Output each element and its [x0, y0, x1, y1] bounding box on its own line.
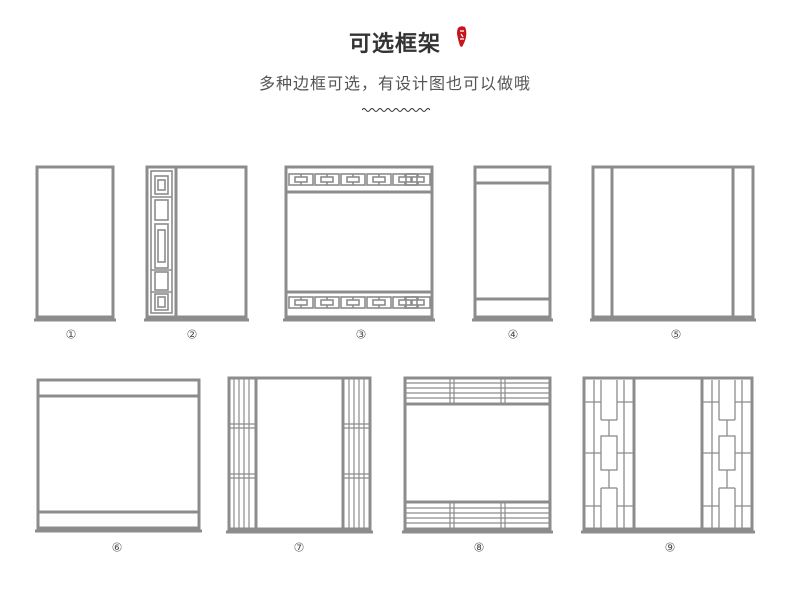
- frame-label-8: ⑧: [474, 541, 485, 555]
- section-title: 可选框架: [348, 32, 441, 57]
- top-bottom-band-frame-icon: [35, 378, 202, 533]
- frame-label-9: ⑨: [665, 541, 676, 555]
- frame-label-2: ②: [187, 328, 198, 342]
- frame-option-9[interactable]: [581, 376, 755, 555]
- horizontal-slat-top-bottom-frame-icon: [402, 376, 553, 534]
- frame-label-7: ⑦: [294, 541, 305, 555]
- top-bottom-rail-frame-icon: [472, 165, 553, 322]
- seal-stamp-icon: [457, 26, 467, 47]
- section-subtitle: 多种边框可选，有设计图也可以做哦: [258, 74, 531, 93]
- frame-option-3[interactable]: [283, 165, 435, 342]
- side-stiles-frame-icon: [590, 165, 756, 322]
- frame-label-6: ⑥: [112, 541, 123, 555]
- frame-option-6[interactable]: [35, 378, 202, 555]
- plain-narrow-frame-icon: [34, 165, 116, 322]
- lattice-top-bottom-frame-icon: [283, 165, 435, 322]
- fretwork-sides-frame-icon: [581, 376, 755, 534]
- frame-option-5[interactable]: [590, 165, 756, 342]
- frame-option-8[interactable]: [402, 376, 553, 555]
- frame-option-1[interactable]: [34, 165, 116, 342]
- frame-label-1: ①: [66, 328, 77, 342]
- frame-label-4: ④: [508, 328, 519, 342]
- wave-divider: [362, 108, 430, 112]
- frame-option-2[interactable]: [144, 165, 249, 342]
- lattice-side-panel-frame-icon: [144, 165, 249, 322]
- frame-label-3: ③: [356, 328, 367, 342]
- frame-option-4[interactable]: [472, 165, 553, 342]
- vertical-slat-sides-frame-icon: [226, 376, 373, 534]
- frame-label-5: ⑤: [671, 328, 682, 342]
- frame-option-7[interactable]: [226, 376, 373, 555]
